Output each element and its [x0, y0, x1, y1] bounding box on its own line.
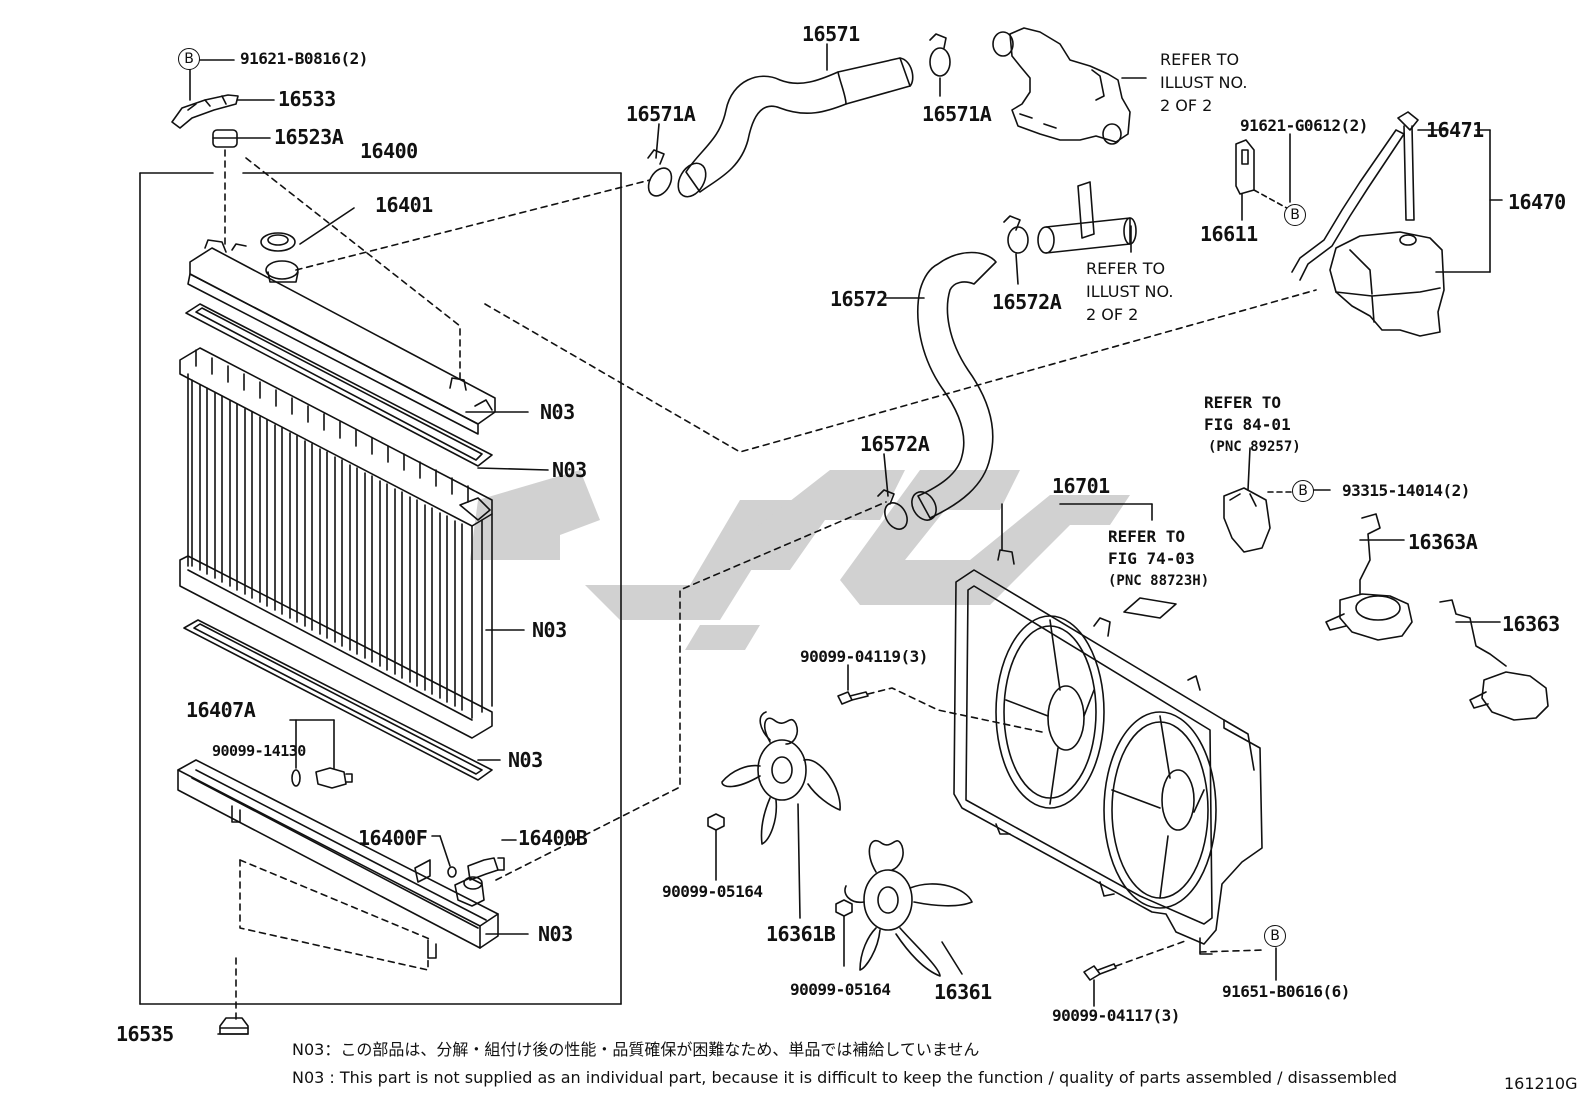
part-label-16470: 16470: [1508, 190, 1566, 214]
refer-fig-74-03: REFER TO FIG 74-03 (PNC 88723H): [1108, 526, 1209, 592]
b-marker-1: B: [178, 48, 200, 70]
part-label-90099-04119: 90099-04119(3): [800, 647, 928, 666]
water-pipe-connector: [1037, 181, 1137, 254]
refer-line: (PNC 88723H): [1108, 573, 1210, 589]
part-label-n03-4: N03: [508, 748, 543, 772]
nut-90099-05164-a: [707, 813, 725, 831]
refer-fig-84-01: REFER TO FIG 84-01 (PNC 89257): [1204, 392, 1301, 458]
refer-line: REFER TO: [1086, 259, 1166, 278]
lower-gasket: [183, 619, 493, 781]
refer-line: FIG 74-03: [1108, 549, 1195, 568]
refer-illust-upper: REFER TO ILLUST NO. 2 OF 2: [1160, 48, 1247, 117]
label-sticker: [1123, 597, 1177, 619]
part-label-91651-b0616: 91651-B0616(6): [1222, 982, 1350, 1001]
part-label-16363a: 16363A: [1408, 530, 1478, 554]
figure-id: 161210G: [1504, 1074, 1578, 1093]
drain-plug-16535: [219, 1017, 249, 1035]
drain-cock-parts: [447, 857, 505, 881]
part-label-16571a-right: 16571A: [922, 102, 992, 126]
refer-line: ILLUST NO.: [1086, 282, 1174, 301]
reservoir-tank-16470: [1329, 231, 1445, 337]
leader-lines: [199, 43, 1503, 1035]
part-label-16401: 16401: [375, 193, 433, 217]
water-inlet-housing: [992, 27, 1131, 145]
part-label-90099-05164-a: 90099-05164: [662, 882, 763, 901]
fan-blade-16361: [844, 839, 973, 977]
upper-tank: [187, 239, 496, 435]
radiator-core: [179, 347, 493, 739]
part-label-16407a: 16407A: [186, 698, 256, 722]
b-marker-3: B: [1292, 480, 1314, 502]
part-label-16523a: 16523A: [274, 125, 344, 149]
refer-line: REFER TO: [1108, 527, 1186, 546]
clamp-16572a-bottom: [877, 489, 908, 530]
refer-line: ILLUST NO.: [1160, 73, 1248, 92]
part-label-16361: 16361: [934, 980, 992, 1004]
part-label-n03-2: N03: [552, 458, 587, 482]
refer-illust-lower: REFER TO ILLUST NO. 2 OF 2: [1086, 257, 1173, 326]
part-label-n03-3: N03: [532, 618, 567, 642]
note-english: N03 : This part is not supplied as an in…: [292, 1068, 1398, 1087]
radiator-assembly-frame: [139, 172, 622, 1005]
part-label-16533: 16533: [278, 87, 336, 111]
fan-motor-16363a: [1325, 513, 1413, 641]
refer-line: (PNC 89257): [1208, 439, 1301, 455]
part-label-90099-04117: 90099-04117(3): [1052, 1006, 1180, 1025]
part-label-16572a-bottom: 16572A: [860, 432, 930, 456]
bolt-90099-04119: [837, 691, 869, 705]
bracket-16533: [171, 67, 239, 129]
part-label-90099-05164-b: 90099-05164: [790, 980, 891, 999]
clamp-16572a-top: [1003, 215, 1029, 254]
part-label-16572: 16572: [830, 287, 888, 311]
part-label-93315-14014: 93315-14014(2): [1342, 481, 1470, 500]
sensor-bracket-89257: [1223, 487, 1271, 553]
b-marker-2: B: [1284, 204, 1306, 226]
part-label-16571a-left: 16571A: [626, 102, 696, 126]
part-label-16535: 16535: [116, 1022, 174, 1046]
nut-90099-05164-b: [835, 899, 853, 917]
drain-cap-16523a: [212, 129, 238, 148]
clamp-16571a-left: [647, 149, 673, 197]
fan-motor-16363: [1439, 599, 1549, 721]
refer-line: 2 OF 2: [1160, 96, 1213, 115]
part-label-16400b: 16400B: [518, 826, 588, 850]
refer-line: 2 OF 2: [1086, 305, 1139, 324]
upper-hose-16571: [677, 57, 914, 198]
part-label-91621-b0816: 91621-B0816(2): [240, 49, 368, 68]
refer-line: REFER TO: [1160, 50, 1240, 69]
part-label-16361b: 16361B: [766, 922, 836, 946]
oring-and-cock-16407a: [291, 767, 353, 789]
watermark-logo: [470, 470, 1130, 650]
part-label-16571: 16571: [802, 22, 860, 46]
part-label-16701: 16701: [1052, 474, 1110, 498]
bracket-16611: [1235, 139, 1255, 195]
fan-blade-16361b: [721, 711, 841, 845]
part-label-16400: 16400: [360, 139, 418, 163]
b-marker-4: B: [1264, 925, 1286, 947]
part-label-16400f: 16400F: [358, 826, 428, 850]
part-label-91621-g0612: 91621-G0612(2): [1240, 116, 1368, 135]
refer-line: FIG 84-01: [1204, 415, 1291, 434]
lower-tank: [177, 759, 499, 959]
part-label-16611: 16611: [1200, 222, 1258, 246]
upper-gasket: [185, 303, 493, 467]
part-label-16363: 16363: [1502, 612, 1560, 636]
fan-shroud-16701: [953, 549, 1263, 955]
part-label-90099-14130: 90099-14130: [212, 742, 306, 760]
part-label-n03-5: N03: [538, 922, 573, 946]
part-label-16572a-top: 16572A: [992, 290, 1062, 314]
overflow-hose-16471: [1291, 111, 1419, 281]
bolt-90099-04117: [1083, 963, 1117, 981]
radiator-cap-16401: [260, 232, 296, 252]
part-label-n03-1: N03: [540, 400, 575, 424]
note-japanese: N03：この部品は、分解・組付け後の性能・品質確保が困難なため、単品では補給して…: [292, 1040, 980, 1059]
lower-hose-16572: [911, 251, 997, 521]
clamp-16571a-right: [929, 33, 951, 77]
part-label-16471: 16471: [1426, 118, 1484, 142]
refer-line: REFER TO: [1204, 393, 1282, 412]
